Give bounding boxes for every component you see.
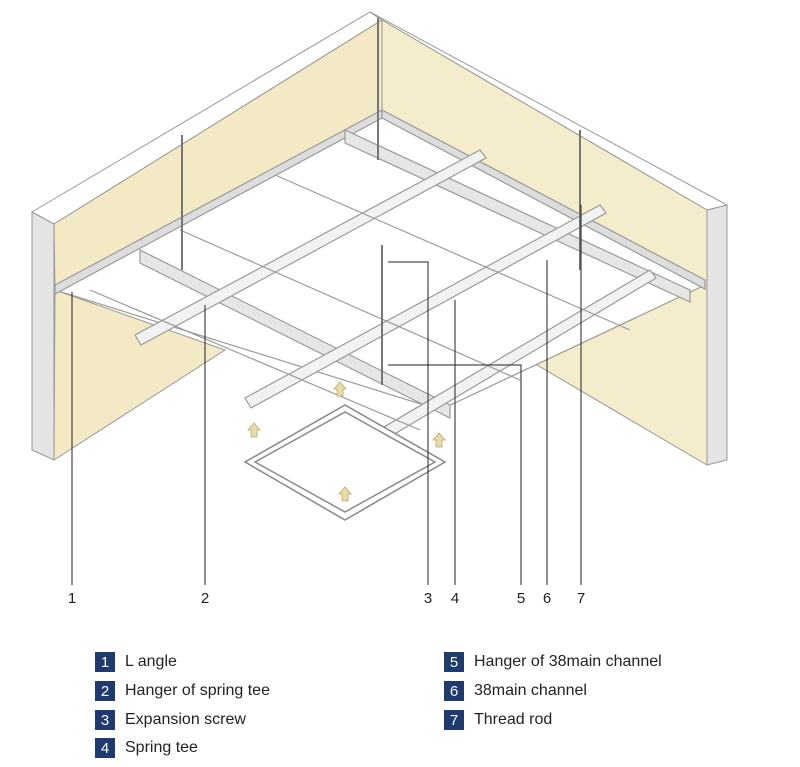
spring-tee <box>244 204 607 409</box>
legend-item: 7 Thread rod <box>444 709 552 731</box>
legend-badge: 3 <box>95 710 115 730</box>
legend-badge: 4 <box>95 738 115 758</box>
spring-tee <box>134 149 487 346</box>
legend-label: Hanger of spring tee <box>125 682 270 699</box>
legend-label: Thread rod <box>474 711 553 728</box>
legend-item: 4 Spring tee <box>95 737 198 759</box>
legend-label: Expansion screw <box>125 711 246 728</box>
legend-item: 1 L angle <box>95 651 177 673</box>
legend-badge: 7 <box>444 710 464 730</box>
main-channel <box>344 129 691 303</box>
legend-item: 2 Hanger of spring tee <box>95 680 270 702</box>
legend-item: 3 Expansion screw <box>95 709 246 731</box>
callout-2: 2 <box>200 590 210 607</box>
ceiling-grid <box>53 108 707 461</box>
callout-5: 5 <box>516 590 526 607</box>
legend-label: 38main channel <box>474 682 587 699</box>
callout-7: 7 <box>576 590 586 607</box>
legend-badge: 1 <box>95 652 115 672</box>
thread-rods <box>181 18 581 385</box>
callout-4: 4 <box>450 590 460 607</box>
callout-1: 1 <box>67 590 77 607</box>
legend-label: Hanger of 38main channel <box>474 653 662 670</box>
legend-badge: 6 <box>444 681 464 701</box>
leader-lines <box>71 205 582 585</box>
legend-label: L angle <box>125 653 177 670</box>
legend-item: 6 38main channel <box>444 680 587 702</box>
install-arrows <box>247 381 446 502</box>
callout-3: 3 <box>423 590 433 607</box>
callout-6: 6 <box>542 590 552 607</box>
legend-badge: 5 <box>444 652 464 672</box>
legend-item: 5 Hanger of 38main channel <box>444 651 662 673</box>
legend-badge: 2 <box>95 681 115 701</box>
ceiling-panel <box>243 404 447 521</box>
legend-label: Spring tee <box>125 739 198 756</box>
